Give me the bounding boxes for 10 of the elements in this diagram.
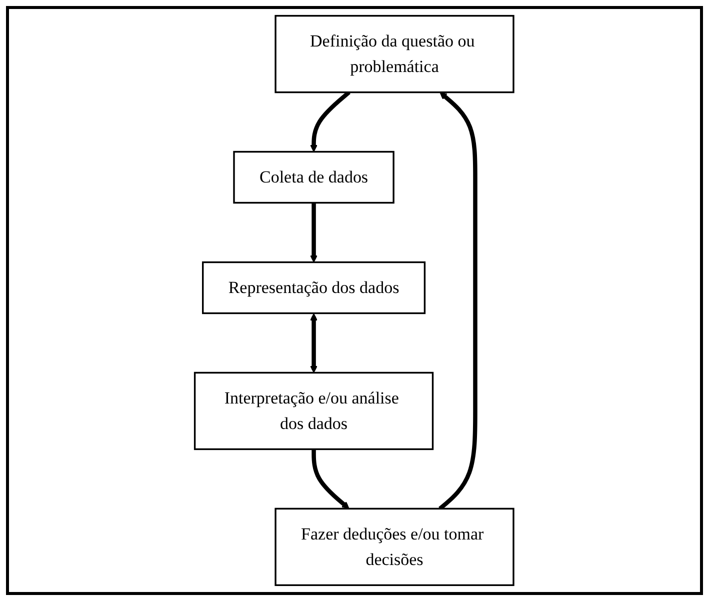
node-box: Interpretação e/ou análise dos dados [194, 372, 434, 450]
arrow [310, 202, 318, 263]
node-box: Fazer deduções e/ou tomar decisões [275, 508, 515, 586]
arrow [310, 90, 351, 152]
arrow [312, 449, 350, 510]
arrow [310, 313, 318, 374]
arrow [438, 92, 478, 510]
node-box: Definição da questão ou problemática [275, 14, 515, 94]
node-box: Coleta de dados [234, 150, 395, 204]
node-box: Representação dos dados [202, 261, 426, 314]
